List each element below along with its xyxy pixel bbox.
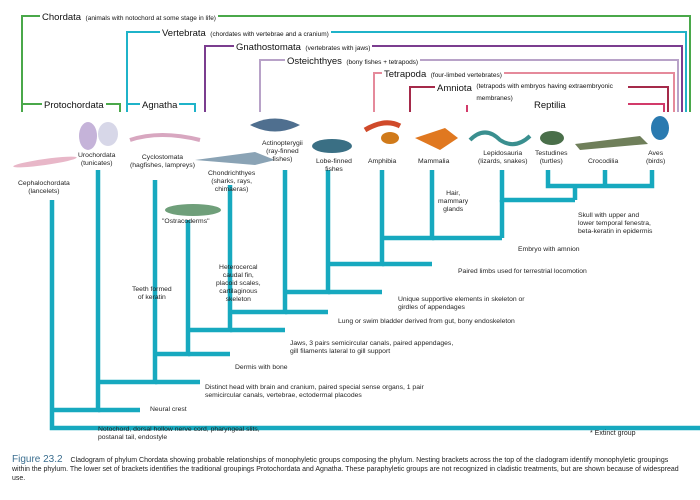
organism-illustrations bbox=[13, 116, 669, 216]
taxon-amphibia: Amphibia bbox=[368, 158, 397, 165]
taxon-mammalia: Mammalia bbox=[418, 158, 450, 165]
label-gnathostomata: Gnathostomata (vertebrates with jaws) bbox=[234, 40, 373, 55]
osteichthyes-name: Osteichthyes bbox=[287, 56, 342, 67]
trait-limbs: Paired limbs used for terrestrial locomo… bbox=[458, 268, 587, 275]
frog-icon bbox=[381, 132, 399, 144]
agnatha-name: Agnatha bbox=[142, 100, 178, 111]
tetrapoda-note: (four-limbed vertebrates) bbox=[430, 72, 502, 79]
taxon-ostracoderms: "Ostracoderms" bbox=[162, 218, 210, 225]
taxon-chondrichthyes: Chondrichthyes (sharks, rays, chimaeras) bbox=[208, 170, 256, 193]
taxon-lepidosauria: Lepidosauria (lizards, snakes) bbox=[478, 150, 528, 165]
trait-supportive: Unique supportive elements in skeleton o… bbox=[398, 296, 525, 311]
label-vertebrata: Vertebrata (chordates with vertebrae and… bbox=[160, 26, 331, 41]
protochordata-name: Protochordata bbox=[44, 100, 104, 111]
amniota-name: Amniota bbox=[437, 83, 472, 94]
bird-icon bbox=[651, 116, 669, 140]
label-chordata: Chordata (animals with notochord at some… bbox=[40, 10, 218, 25]
bracket-chordata bbox=[21, 15, 691, 112]
taxon-cyclostomata: Cyclostomata (hagfishes, lampreys) bbox=[130, 154, 195, 169]
taxon-urochordata: Urochordata (tunicates) bbox=[78, 152, 116, 167]
tunicate2-icon bbox=[98, 122, 118, 146]
tunicate-icon bbox=[79, 122, 97, 150]
fox-icon bbox=[415, 128, 458, 150]
label-protochordata: Protochordata bbox=[42, 98, 106, 112]
lamprey-icon bbox=[129, 133, 201, 142]
trait-neuralcrest: Neural crest bbox=[150, 406, 187, 413]
ostracoderm-icon bbox=[165, 204, 221, 216]
branch-lobefinned bbox=[285, 170, 331, 295]
trait-jaws: Jaws, 3 pairs semicircular canals, paire… bbox=[290, 340, 454, 355]
reptilia-name: Reptilia bbox=[534, 100, 566, 111]
branch-cyclostomata bbox=[98, 180, 158, 385]
osteichthyes-note: (bony fishes + tetrapods) bbox=[346, 59, 419, 66]
chordata-name: Chordata bbox=[42, 12, 82, 23]
vertebrata-note: (chordates with vertebrae and a cranium) bbox=[210, 31, 329, 38]
trait-skull: Skull with upper and lower temporal fene… bbox=[578, 212, 653, 235]
vertebrata-name: Vertebrata bbox=[162, 28, 206, 39]
taxon-aves: Aves (birds) bbox=[646, 150, 666, 165]
figure-number: Figure 23.2 bbox=[12, 454, 63, 465]
chordata-note: (animals with notochord at some stage in… bbox=[85, 15, 216, 22]
shark-icon bbox=[195, 152, 275, 165]
amniota-note: (tetrapods with embryos having extraembr… bbox=[476, 83, 613, 102]
branch-testudines bbox=[545, 170, 620, 189]
trait-amnion: Embryo with amnion bbox=[518, 246, 580, 253]
trait-heterocercal: Heterocercal caudal fin, placoid scales,… bbox=[216, 264, 261, 303]
trait-lung: Lung or swim bladder derived from gut, b… bbox=[338, 318, 515, 325]
taxon-cephalochordata: Cephalochordata (lancelets) bbox=[18, 180, 70, 195]
branch-lepidosauria bbox=[499, 170, 575, 203]
crocodile-icon bbox=[575, 136, 648, 150]
branch-cephalochordata bbox=[49, 200, 700, 431]
trait-teeth: Teeth formed of keratin bbox=[132, 286, 172, 301]
gnathostomata-name: Gnathostomata bbox=[236, 42, 301, 53]
trait-head: Distinct head with brain and cranium, pa… bbox=[205, 384, 424, 399]
taxon-actinopterygii: Actinopterygii (ray-finned fishes) bbox=[262, 140, 303, 163]
bracket-vertebrata bbox=[126, 31, 687, 112]
taxon-testudines: Testudines (turtles) bbox=[535, 150, 568, 165]
bracket-osteichthyes bbox=[259, 59, 679, 112]
label-tetrapoda: Tetrapoda (four-limbed vertebrates) bbox=[382, 67, 504, 82]
branch-aves bbox=[620, 170, 655, 189]
tuna-icon bbox=[250, 118, 300, 132]
label-osteichthyes: Osteichthyes (bony fishes + tetrapods) bbox=[285, 54, 421, 69]
gnathostomata-note: (vertebrates with jaws) bbox=[305, 45, 371, 52]
bracket-tetrapoda bbox=[373, 72, 675, 112]
taxon-crocodilia: Crocodilia bbox=[588, 158, 619, 165]
bracket-gnathostomata bbox=[204, 45, 683, 112]
branch-amphibia bbox=[328, 170, 385, 267]
newt-icon bbox=[363, 120, 402, 133]
turtle-icon bbox=[540, 131, 564, 145]
trait-hair: Hair, mammary glands bbox=[438, 190, 469, 213]
lobefin-icon bbox=[312, 139, 352, 153]
label-reptilia: Reptilia bbox=[532, 98, 568, 112]
figure-caption: Figure 23.2 Cladogram of phylum Chordata… bbox=[12, 455, 684, 483]
tetrapoda-name: Tetrapoda bbox=[384, 69, 427, 80]
branch-mammalia bbox=[382, 170, 435, 241]
cladogram-tree bbox=[49, 170, 700, 431]
trait-notochord: Notochord, dorsal hollow nerve cord, pha… bbox=[98, 426, 260, 441]
taxon-lobefinned: Lobe-finned fishes bbox=[316, 158, 352, 173]
label-agnatha: Agnatha bbox=[140, 98, 180, 112]
caption-text: Cladogram of phylum Chordata showing pro… bbox=[12, 457, 679, 482]
footnote-extinct: * Extinct group bbox=[590, 430, 636, 437]
trait-dermis: Dermis with bone bbox=[235, 364, 288, 371]
snake-icon bbox=[468, 130, 532, 147]
lancelet-icon bbox=[13, 156, 77, 168]
branch-urochordata bbox=[52, 170, 101, 413]
label-amniota: Amniota (tetrapods with embryos having e… bbox=[435, 81, 629, 105]
